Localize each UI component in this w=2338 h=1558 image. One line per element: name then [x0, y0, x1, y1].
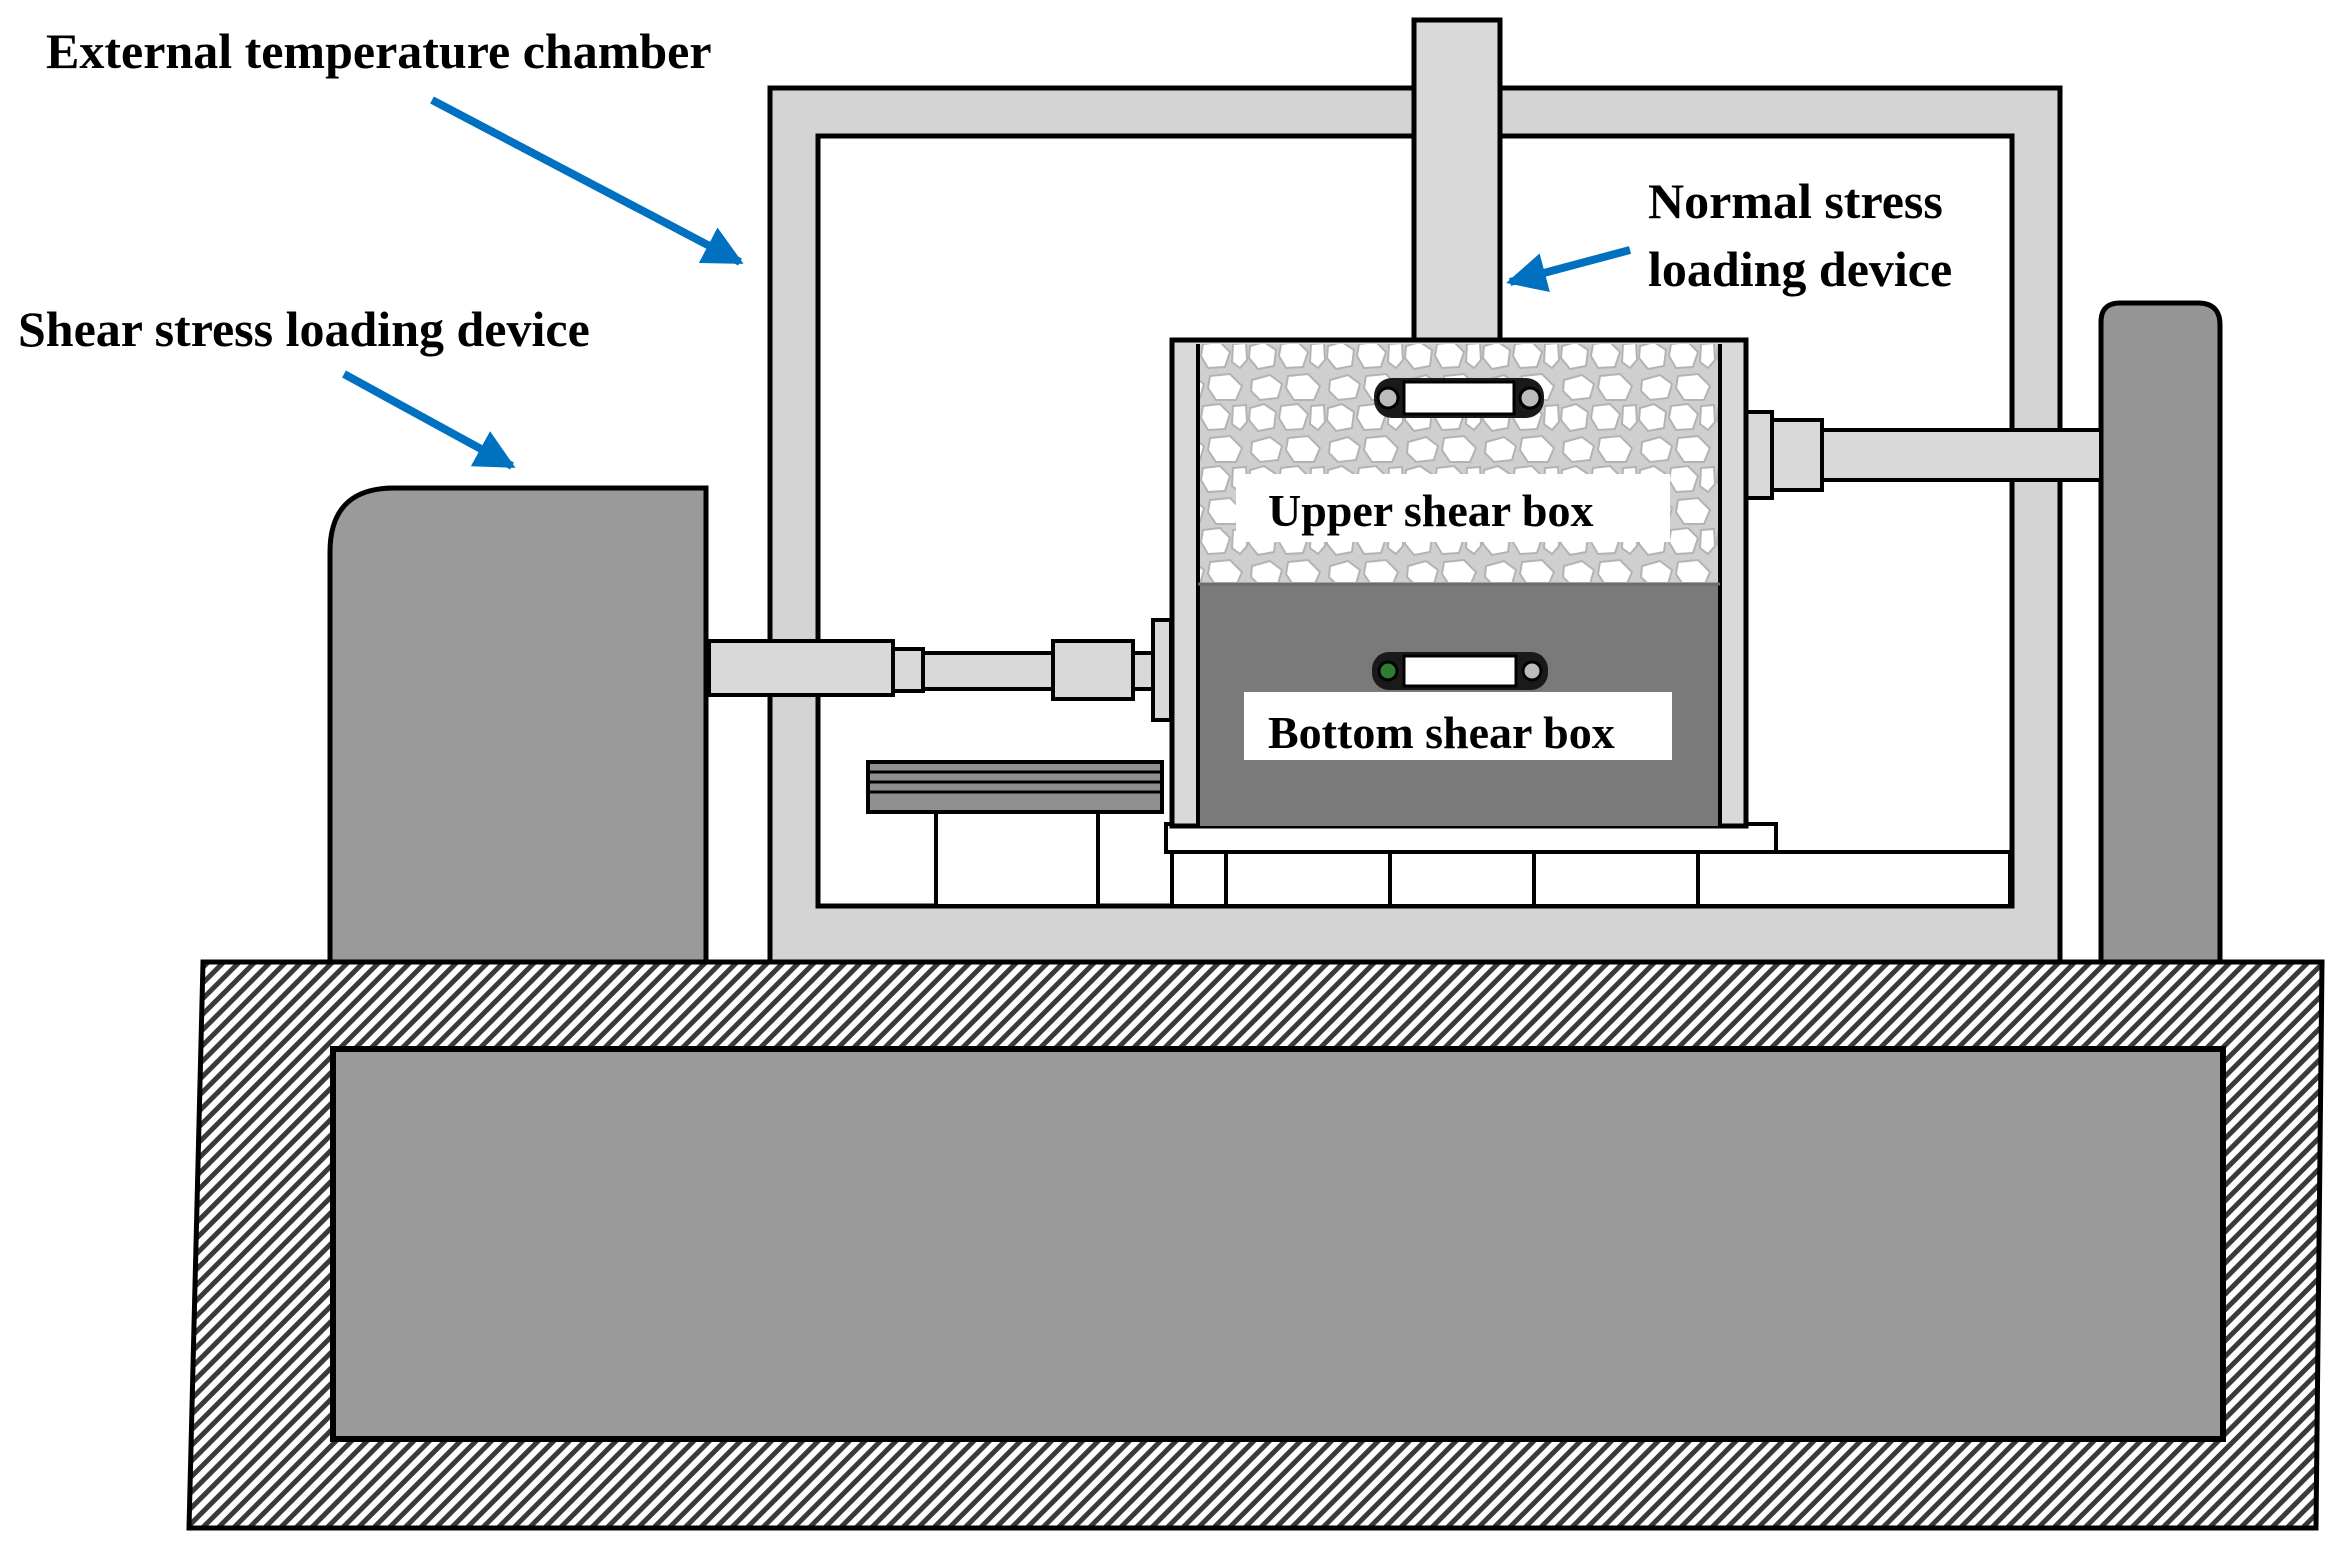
bottom-box-label-bg — [1244, 692, 1672, 760]
shear-box-assembly — [1169, 337, 1749, 829]
label-bottom-shear-box: Bottom shear box — [1268, 707, 1615, 758]
label-upper-shear-box: Upper shear box — [1268, 485, 1594, 536]
base-table — [186, 959, 2325, 1531]
support-bench — [866, 760, 1164, 908]
bottom-clamp — [1372, 652, 1548, 690]
normal-stress-piston — [1411, 17, 1503, 343]
shear-rod-assembly — [707, 618, 1173, 722]
right-rod-assembly — [1741, 410, 2103, 500]
upper-box-label-bg — [1236, 474, 1670, 542]
label-normal-stress-line2: loading device — [1648, 241, 1953, 297]
label-normal-stress-line1: Normal stress — [1648, 173, 1943, 229]
right-reaction-post — [2098, 300, 2223, 965]
box-carriage — [1164, 822, 2012, 908]
label-external-temperature-chamber: External temperature chamber — [46, 23, 712, 79]
upper-clamp — [1374, 378, 1544, 418]
arrow-to-chamber — [430, 96, 744, 266]
arrow-to-shear-device — [342, 370, 516, 470]
arrow-to-normal-device — [1506, 246, 1632, 293]
shear-stress-loading-device-body — [327, 485, 709, 965]
base-inner-panel — [330, 1046, 2226, 1442]
label-shear-stress-loading-device: Shear stress loading device — [18, 301, 590, 357]
